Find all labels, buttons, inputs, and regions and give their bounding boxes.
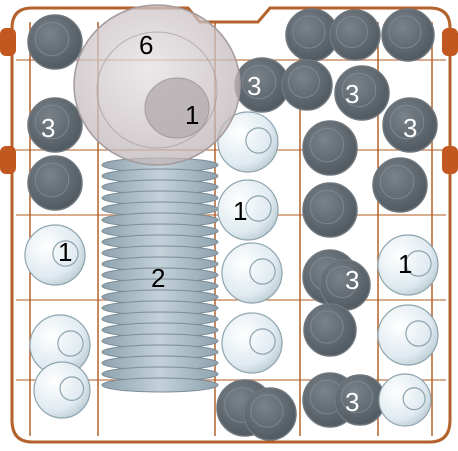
glass-rim <box>335 66 389 120</box>
label-glass-bottom-right: 3 <box>345 387 359 417</box>
cup <box>379 374 431 426</box>
glass-rim <box>235 58 289 112</box>
plate <box>102 378 218 392</box>
label-glass-top-mid: 3 <box>247 71 261 101</box>
cup-body <box>222 313 282 373</box>
label-glass-right-upper: 3 <box>403 113 417 143</box>
label-cup-under-bowl: 1 <box>185 100 199 130</box>
hinge-clip <box>442 28 458 56</box>
glass-rim <box>282 60 332 110</box>
hinge-clip <box>0 146 16 174</box>
glass-rim <box>28 15 82 69</box>
cup <box>222 243 282 303</box>
cup <box>25 225 85 285</box>
glass <box>303 121 357 175</box>
label-bowl: 6 <box>139 30 153 60</box>
cup-body <box>34 362 90 418</box>
glass <box>304 304 356 356</box>
glass <box>335 66 389 120</box>
label-glass-top-right: 3 <box>345 79 359 109</box>
bowl <box>74 5 240 165</box>
glass <box>373 158 427 212</box>
glass-rim <box>28 156 82 210</box>
cups-group <box>25 112 438 426</box>
glass-rim <box>373 158 427 212</box>
glass <box>244 388 296 440</box>
hinge-clip <box>442 146 458 174</box>
glass-rim <box>304 304 356 356</box>
glass <box>303 183 357 237</box>
glass <box>282 60 332 110</box>
glass <box>330 10 380 60</box>
cup <box>34 362 90 418</box>
glass-rim <box>303 183 357 237</box>
cup <box>218 180 278 240</box>
label-cup-left: 1 <box>58 237 72 267</box>
glass-rim <box>382 9 434 61</box>
cup-body <box>218 180 278 240</box>
glass-rim <box>244 388 296 440</box>
label-glass-right-mid: 3 <box>345 265 359 295</box>
label-cup-right: 1 <box>398 249 412 279</box>
glass <box>28 15 82 69</box>
glass-rim <box>303 121 357 175</box>
cup <box>378 305 438 365</box>
glass <box>382 9 434 61</box>
cup-body <box>222 243 282 303</box>
cup-body <box>378 305 438 365</box>
glass <box>335 375 385 425</box>
label-glass-left: 3 <box>41 113 55 143</box>
cup-body <box>379 374 431 426</box>
glass <box>28 156 82 210</box>
cup <box>222 313 282 373</box>
label-plates: 2 <box>151 263 165 293</box>
hinge-clip <box>0 28 16 56</box>
label-cup-mid-upper: 1 <box>233 196 247 226</box>
glass <box>235 58 289 112</box>
glass-rim <box>330 10 380 60</box>
cup-body <box>25 225 85 285</box>
glass-rim <box>335 375 385 425</box>
